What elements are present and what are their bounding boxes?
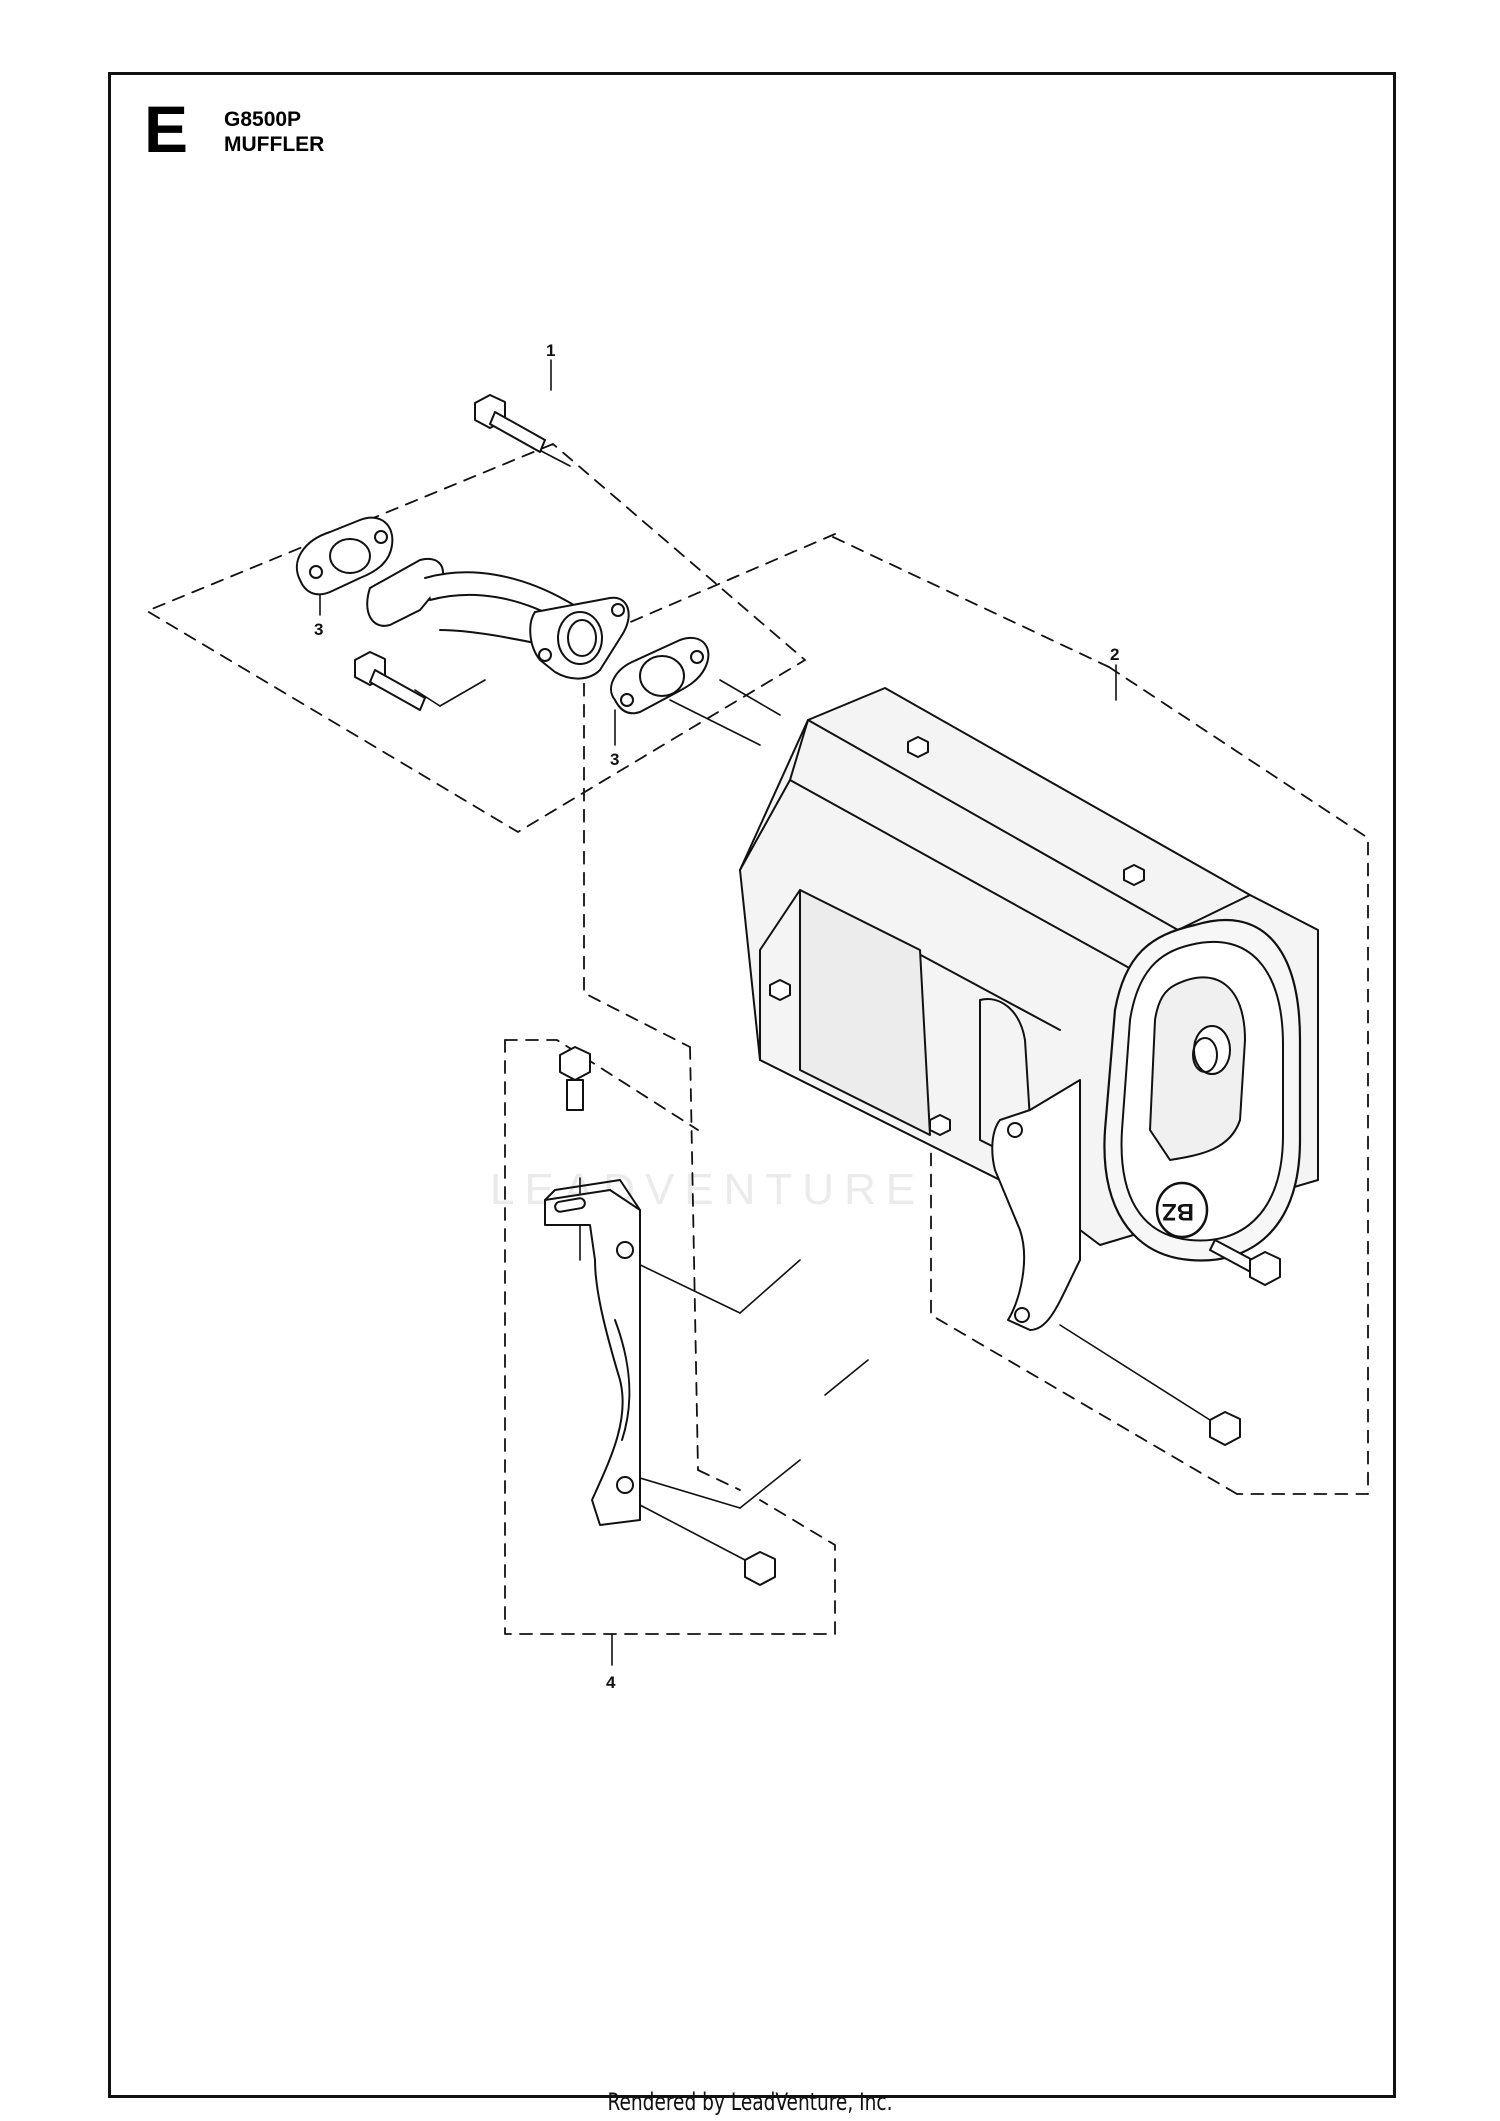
muffler-bolt-lower bbox=[1209, 1411, 1241, 1446]
muffler-marking: BZ bbox=[1162, 1198, 1194, 1225]
callout-3-right: 3 bbox=[610, 750, 619, 769]
group-boundary-2 bbox=[583, 533, 1369, 1495]
group-boundary-1 bbox=[146, 443, 806, 833]
support-bracket bbox=[544, 1179, 641, 1526]
callout-2: 2 bbox=[1110, 645, 1119, 664]
gasket-right bbox=[610, 637, 710, 715]
muffler-body bbox=[739, 687, 1319, 1331]
model-number: G8500P bbox=[224, 108, 302, 131]
gasket-left bbox=[295, 516, 394, 596]
pipe-bolt-bottom bbox=[354, 651, 426, 711]
bracket-bolt-bottom bbox=[744, 1551, 776, 1586]
diagram-frame bbox=[108, 72, 1396, 2098]
pipe-bolt-top bbox=[474, 394, 546, 453]
bracket-bolt-top bbox=[559, 1046, 591, 1111]
section-letter: E bbox=[144, 92, 189, 166]
exhaust-pipe bbox=[366, 557, 630, 680]
page-title: MUFFLER bbox=[224, 133, 325, 156]
callout-4: 4 bbox=[606, 1673, 616, 1692]
group-boundary-4 bbox=[504, 1039, 836, 1635]
footer-credit: Rendered by LeadVenture, Inc. bbox=[607, 2088, 893, 2116]
muffler-bolt-upper bbox=[1209, 1239, 1281, 1286]
callout-3-left: 3 bbox=[314, 620, 323, 639]
callout-1: 1 bbox=[546, 341, 555, 360]
